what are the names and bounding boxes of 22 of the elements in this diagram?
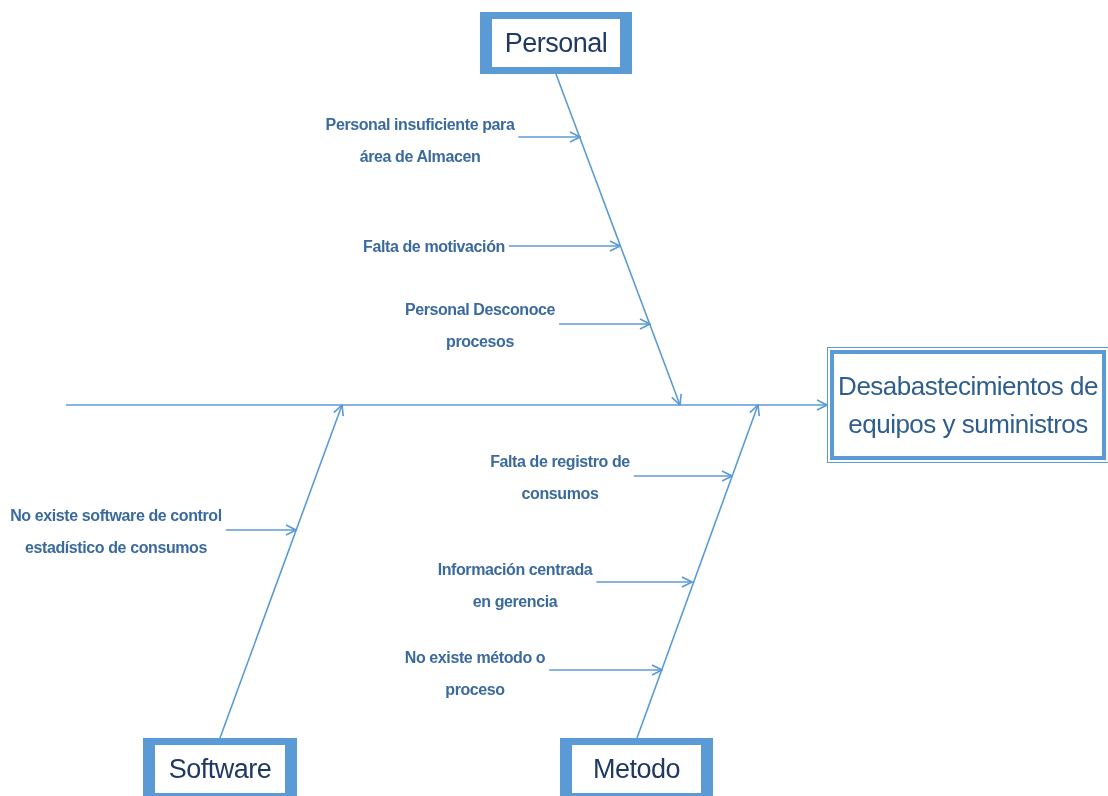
arrow [555, 73, 682, 406]
arrow [219, 404, 345, 739]
arrow [595, 576, 693, 588]
category-box: Personal [480, 12, 632, 74]
arrow [636, 404, 761, 739]
arrow [548, 664, 663, 676]
arrow [225, 524, 297, 536]
category-box: Metodo [560, 738, 713, 796]
arrow [633, 470, 733, 482]
cause-text: Información centrada en gerencia [430, 554, 600, 618]
effect-box: Desabastecimientos de equipos y suministros [830, 350, 1106, 460]
cause-text: Personal Desconoce procesos [400, 294, 560, 358]
arrow [508, 240, 621, 252]
cause-text: No existe software de control estadístico de consumos [6, 500, 226, 564]
arrow [558, 318, 651, 330]
cause-text: Falta de motivación [349, 231, 519, 263]
cause-text: No existe método o proceso [400, 642, 550, 706]
cause-text: Personal insuficiente para área de Almacen [325, 109, 515, 173]
cause-text: Falta de registro de consumos [475, 446, 645, 510]
arrow [65, 399, 828, 411]
arrow [517, 131, 581, 143]
category-box: Software [143, 738, 297, 796]
